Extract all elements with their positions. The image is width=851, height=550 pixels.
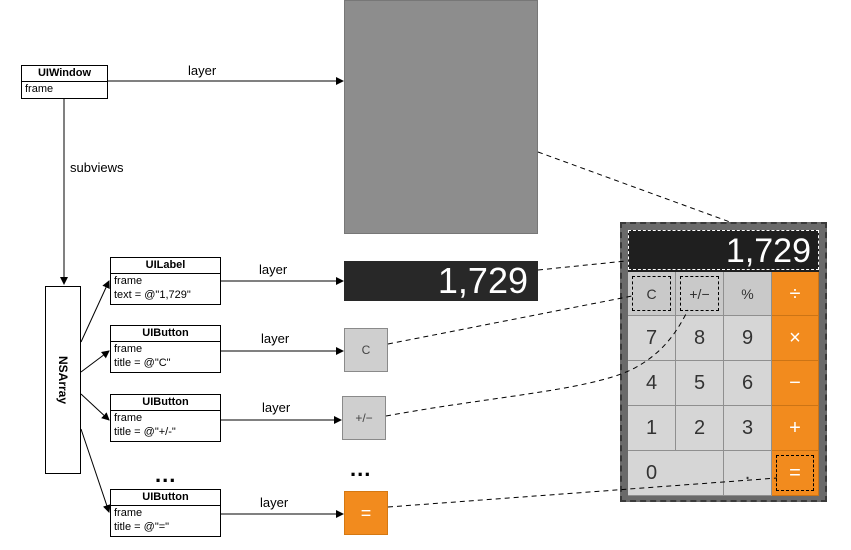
uibutton-pm-prop-frame: frame	[114, 412, 143, 424]
uiwindow-prop-frame: frame	[25, 83, 54, 95]
key-minus[interactable]: −	[772, 361, 819, 406]
uibutton-c-title: UIButton	[111, 326, 220, 342]
calculator-display: 1,729	[628, 230, 819, 272]
arrow-array-button-eq	[80, 428, 111, 513]
uibutton-eq-prop-frame: frame	[114, 507, 143, 519]
key-divide[interactable]: ÷	[772, 272, 819, 316]
uilabel-title: UILabel	[111, 258, 220, 274]
uiwindow-box: UIWindow frame	[21, 65, 108, 99]
uibutton-pm-prop-title: title = @"+/-"	[114, 426, 176, 438]
dash-pm-to-key	[385, 309, 689, 417]
key-4[interactable]: 4	[628, 361, 676, 406]
dash-eq-to-key	[387, 477, 778, 508]
arrow-array-button-pm	[80, 393, 110, 421]
edge-label-label-layer: layer	[259, 262, 288, 277]
calculator-keypad: C +/− % ÷ 7 8 9 × 4 5 6 − 1 2 3 + 0 . =	[628, 272, 819, 496]
edge-label-window-layer: layer	[188, 63, 217, 78]
key-percent[interactable]: %	[724, 272, 772, 316]
uilabel-prop-frame: frame	[114, 275, 143, 287]
arrow-array-button-c	[80, 350, 110, 373]
object-ellipsis: ...	[155, 462, 177, 487]
uibutton-pm-title: UIButton	[111, 395, 220, 411]
uibutton-pm-box: UIButton frame title = @"+/-"	[110, 394, 221, 442]
edge-label-eq-layer: layer	[260, 495, 289, 510]
uibutton-eq-prop-title: title = @"="	[114, 521, 170, 533]
arrow-array-label	[80, 280, 110, 343]
uibutton-c-prop-title: title = @"C"	[114, 357, 171, 369]
edge-label-subviews: subviews	[70, 160, 124, 175]
button-eq-layer: =	[344, 491, 388, 535]
edge-label-c-layer: layer	[261, 331, 290, 346]
key-plus-minus[interactable]: +/−	[676, 272, 724, 316]
uibutton-eq-title: UIButton	[111, 490, 220, 506]
key-decimal[interactable]: .	[724, 451, 772, 496]
uibutton-c-box: UIButton frame title = @"C"	[110, 325, 221, 373]
dash-c-to-key	[387, 295, 633, 345]
uiwindow-title: UIWindow	[22, 66, 107, 82]
key-2[interactable]: 2	[676, 406, 724, 451]
window-layer	[344, 0, 538, 234]
calculator-window: 1,729 C +/− % ÷ 7 8 9 × 4 5 6 − 1 2 3 + …	[620, 222, 827, 502]
edge-label-pm-layer: layer	[262, 400, 291, 415]
button-pm-layer: +/−	[342, 396, 386, 440]
key-plus[interactable]: +	[772, 406, 819, 451]
key-7[interactable]: 7	[628, 316, 676, 361]
uibutton-c-prop-frame: frame	[114, 343, 143, 355]
dash-label-to-display	[537, 260, 627, 271]
layer-ellipsis: ...	[350, 456, 372, 481]
uibutton-eq-box: UIButton frame title = @"="	[110, 489, 221, 537]
key-5[interactable]: 5	[676, 361, 724, 406]
key-3[interactable]: 3	[724, 406, 772, 451]
key-9[interactable]: 9	[724, 316, 772, 361]
dash-window-to-calc	[537, 151, 731, 223]
key-0[interactable]: 0	[628, 451, 724, 496]
key-6[interactable]: 6	[724, 361, 772, 406]
button-c-layer: C	[344, 328, 388, 372]
nsarray-box: NSArray	[45, 286, 81, 474]
key-multiply[interactable]: ×	[772, 316, 819, 361]
uilabel-prop-text: text = @"1,729"	[114, 289, 191, 301]
uilabel-box: UILabel frame text = @"1,729"	[110, 257, 221, 305]
key-1[interactable]: 1	[628, 406, 676, 451]
key-8[interactable]: 8	[676, 316, 724, 361]
label-layer: 1,729	[344, 261, 538, 301]
